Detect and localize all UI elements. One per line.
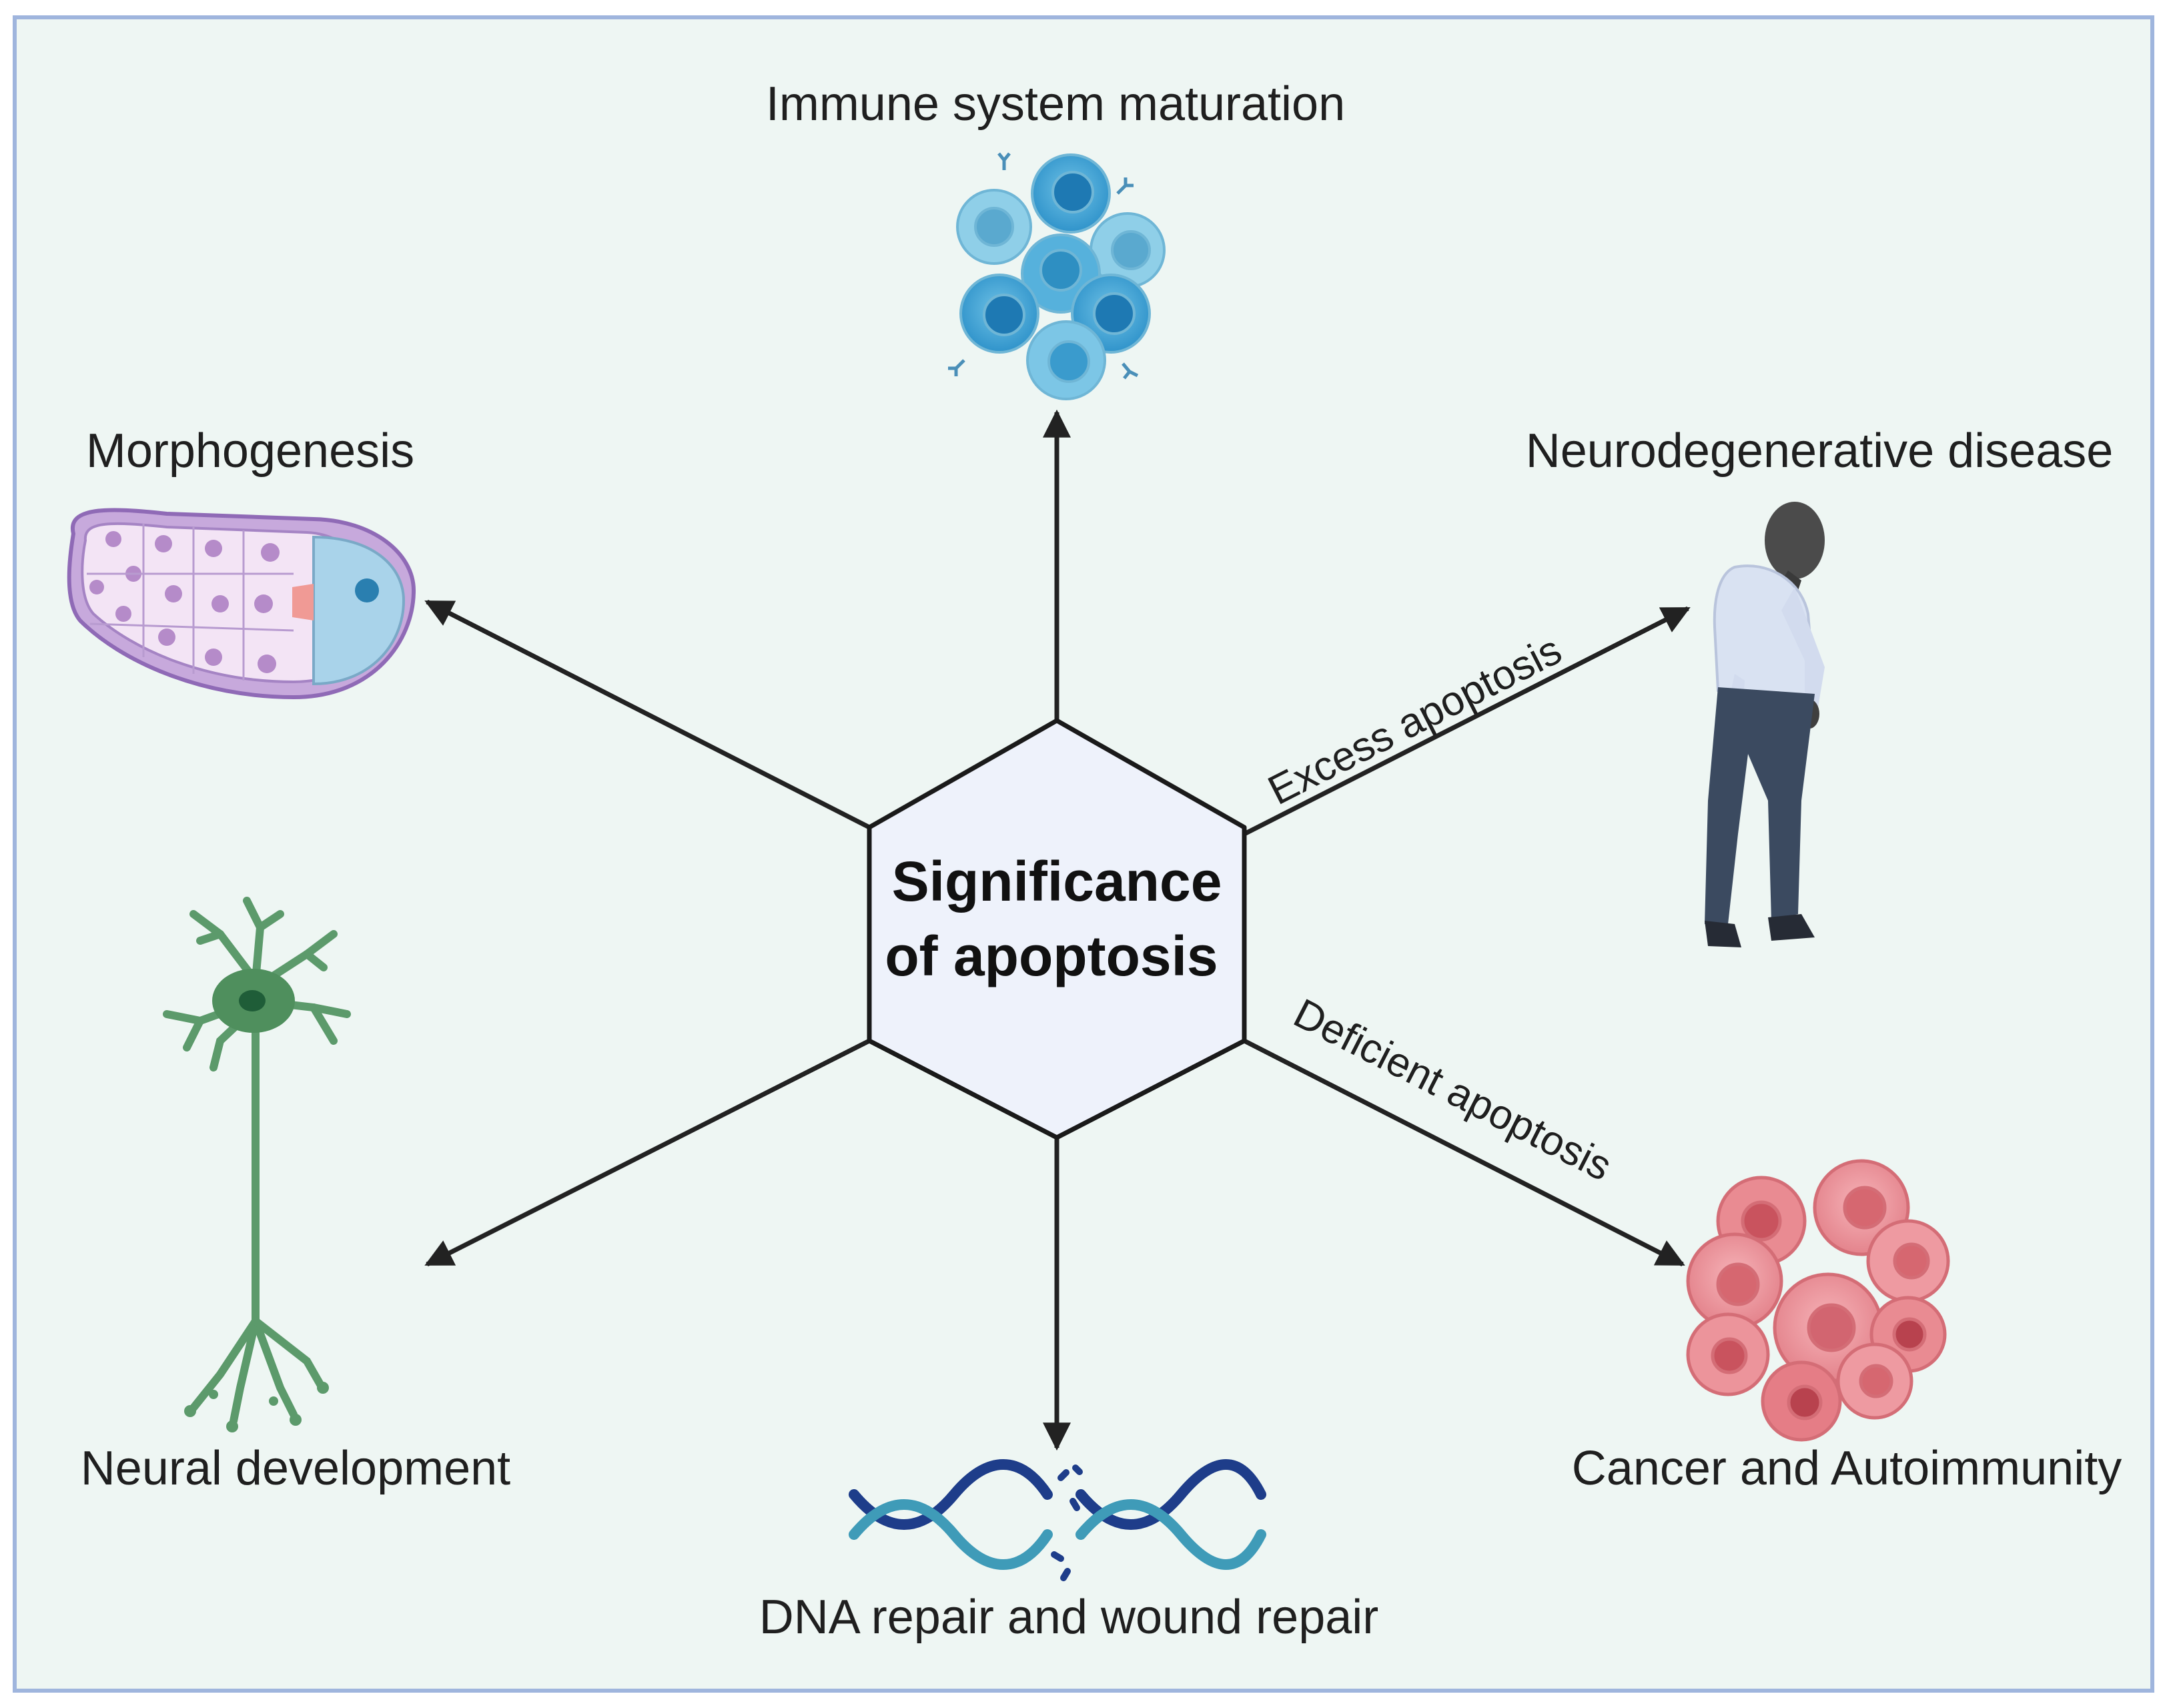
arrow-cancer	[1243, 1038, 1685, 1267]
broken-dna-helix-icon	[849, 1459, 1266, 1581]
label-immune-system-maturation: Immune system maturation	[766, 77, 1345, 131]
cancer-cell-cluster-icon	[1686, 1159, 1950, 1442]
arrow-neural	[424, 1038, 871, 1267]
immune-cells-cluster-icon	[948, 152, 1166, 400]
center-title-line2: of apoptosis	[885, 925, 1218, 987]
center-title-line1: Significance	[892, 850, 1222, 913]
stooped-elderly-man-icon	[1705, 502, 1825, 947]
center-hexagon	[867, 718, 1247, 1140]
label-dna-repair: DNA repair and wound repair	[759, 1591, 1379, 1644]
label-cancer-autoimmunity: Cancer and Autoimmunity	[1572, 1442, 2122, 1495]
label-neurodegenerative-disease: Neurodegenerative disease	[1526, 424, 2114, 478]
label-morphogenesis: Morphogenesis	[86, 424, 414, 478]
label-neural-development: Neural development	[81, 1442, 510, 1495]
neuron-nucleus	[239, 990, 266, 1011]
arrow-morphogenesis	[424, 599, 871, 830]
arrows	[424, 409, 1691, 1451]
embryo-blastocyst-icon	[67, 508, 416, 700]
arrow-neurodegenerative	[1243, 606, 1691, 837]
neuron-terminals	[184, 1382, 329, 1432]
